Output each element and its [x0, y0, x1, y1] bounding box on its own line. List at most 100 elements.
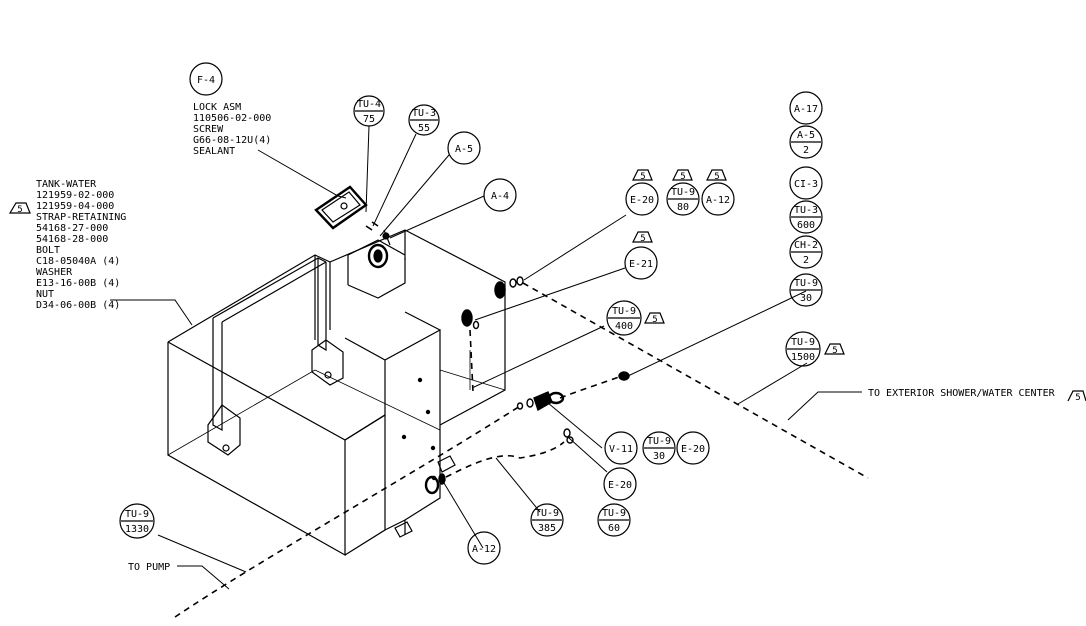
svg-text:TU-9: TU-9	[535, 508, 559, 519]
svg-text:5: 5	[714, 172, 719, 182]
note-line: WASHER	[36, 267, 73, 278]
revision-flag: 5	[1067, 390, 1086, 403]
svg-text:TU-9: TU-9	[791, 337, 815, 348]
callout-e20-top: E-20	[625, 182, 659, 216]
mount-foot	[437, 455, 456, 473]
callout-tu4-75: TU-4 75	[353, 95, 385, 127]
callout-tu9-30-col: TU-9 30	[789, 273, 823, 307]
callout-ci3: CI-3	[789, 166, 823, 200]
svg-text:400: 400	[615, 321, 633, 332]
svg-text:385: 385	[538, 523, 556, 534]
mount-foot	[394, 521, 413, 538]
callout-a12-low: A-12	[467, 531, 501, 565]
note-line: NUT	[36, 289, 54, 300]
revision-flag: 5	[632, 231, 653, 244]
svg-text:TU-4: TU-4	[357, 99, 381, 110]
revision-flag: 5	[706, 169, 727, 182]
svg-text:5: 5	[640, 234, 645, 244]
svg-text:75: 75	[363, 114, 375, 125]
svg-text:5: 5	[832, 346, 837, 356]
svg-text:1500: 1500	[791, 352, 815, 363]
svg-text:CI-3: CI-3	[794, 179, 818, 190]
callout-tu9-1500: TU-9 1500	[785, 331, 821, 367]
svg-text:E-20: E-20	[608, 480, 632, 491]
svg-text:A-12: A-12	[706, 195, 730, 206]
callout-f4: F-4	[189, 62, 223, 96]
svg-text:A-12: A-12	[472, 544, 496, 555]
note-line: TANK-WATER	[36, 179, 97, 190]
svg-text:A-4: A-4	[491, 191, 509, 202]
svg-text:TU-9: TU-9	[602, 508, 626, 519]
callout-a4: A-4	[483, 178, 517, 212]
callout-e21: E-21	[624, 246, 658, 280]
svg-text:5: 5	[640, 172, 645, 182]
callout-e20-mid: E-20	[676, 431, 710, 465]
svg-text:30: 30	[653, 451, 665, 462]
svg-text:1330: 1330	[125, 524, 149, 535]
lock-assembly	[314, 185, 379, 231]
callout-a5-2: A-52	[789, 125, 823, 159]
to-exterior-label: TO EXTERIOR SHOWER/WATER CENTER	[868, 388, 1056, 399]
revision-flag: 5	[672, 169, 693, 182]
callout-ch2-2: CH-2 2	[789, 235, 823, 269]
callout-e20-low: E-20	[603, 467, 637, 501]
note-line: STRAP-RETAINING	[36, 212, 126, 223]
note-line: SEALANT	[193, 146, 235, 157]
note-line: D34-06-00B (4)	[36, 300, 120, 311]
svg-text:E-20: E-20	[630, 195, 654, 206]
tank-fittings	[424, 276, 630, 495]
svg-text:600: 600	[797, 220, 815, 231]
note-line: 110506-02-000	[193, 113, 271, 124]
revision-flags: 5 5 5 5 5 5 5 5	[8, 169, 1086, 403]
svg-text:55: 55	[418, 123, 430, 134]
note-line: 54168-27-000	[36, 223, 108, 234]
note-line: 121959-04-000	[36, 201, 114, 212]
svg-text:30: 30	[800, 293, 812, 304]
callout-a17: A-17	[789, 91, 823, 125]
svg-text:TU-9: TU-9	[671, 187, 695, 198]
note-line: LOCK ASM	[193, 102, 241, 113]
callout-a12-top: A-12	[701, 182, 735, 216]
water-tank	[167, 229, 506, 557]
svg-text:5: 5	[652, 315, 657, 325]
svg-text:60: 60	[608, 523, 620, 534]
callout-tu9-385: TU-9 385	[530, 503, 564, 537]
svg-text:TU-9: TU-9	[647, 436, 671, 447]
leader-lines	[110, 125, 862, 590]
svg-text:TU-9: TU-9	[125, 509, 149, 520]
note-line: 121959-02-000	[36, 190, 114, 201]
svg-text:A-5: A-5	[797, 130, 815, 141]
svg-text:TU-9: TU-9	[794, 278, 818, 289]
svg-text:CH-2: CH-2	[794, 240, 818, 251]
svg-text:2: 2	[803, 255, 809, 266]
fill-neck	[367, 229, 391, 269]
note-line: SCREW	[193, 124, 224, 135]
lock-assembly-note: LOCK ASM 110506-02-000 SCREW G66-08-12U(…	[193, 102, 271, 157]
svg-text:V-11: V-11	[609, 444, 633, 455]
svg-text:5: 5	[17, 205, 22, 215]
callout-tu9-30-mid: TU-9 30	[642, 431, 676, 465]
svg-text:TU-3: TU-3	[412, 108, 436, 119]
callout-a5: A-5	[447, 131, 481, 165]
note-line: C18-05040A (4)	[36, 256, 120, 267]
svg-text:A-5: A-5	[455, 144, 473, 155]
callout-tu3-55: TU-3 55	[408, 104, 440, 136]
svg-text:A-17: A-17	[794, 104, 818, 115]
svg-text:TU-9: TU-9	[612, 306, 636, 317]
revision-flag: 5	[824, 343, 845, 356]
svg-text:5: 5	[1075, 393, 1080, 403]
note-line: 54168-28-000	[36, 234, 108, 245]
svg-text:F-4: F-4	[197, 75, 215, 86]
revision-flag: 5	[632, 169, 653, 182]
callout-tu9-400: TU-9 400	[606, 300, 642, 336]
note-line: BOLT	[36, 245, 60, 256]
callout-v11: V-11	[604, 431, 638, 465]
hoses	[174, 282, 869, 618]
svg-text:80: 80	[677, 202, 689, 213]
callout-tu9-80: TU-9 80	[666, 182, 700, 216]
note-line: G66-08-12U(4)	[193, 135, 271, 146]
svg-text:E-21: E-21	[629, 259, 653, 270]
